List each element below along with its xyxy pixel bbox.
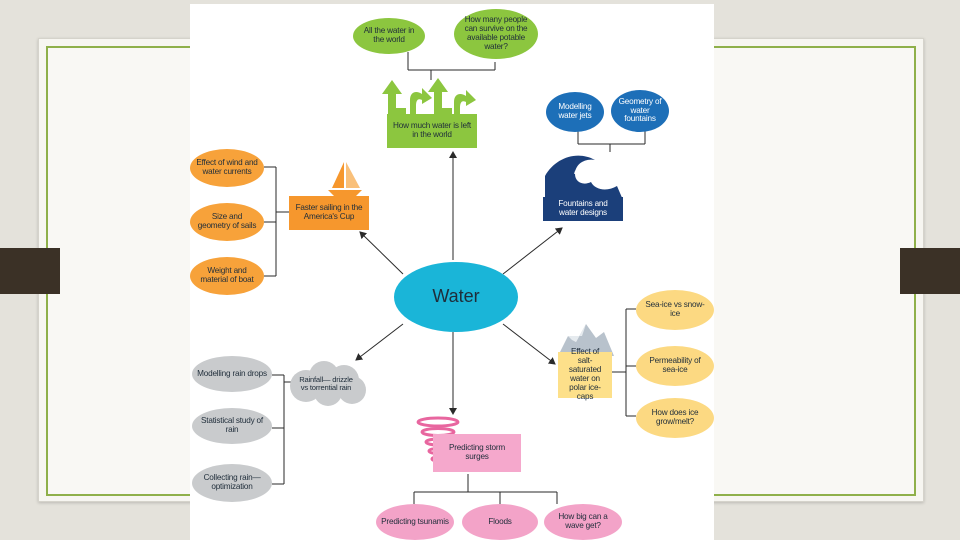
node-polar-ice: Effect of salt-saturated water on polar … xyxy=(558,347,612,401)
node-water-left: How much water is left in the world xyxy=(387,114,477,148)
node-rainfall: Rainfall— drizzle vs torrential rain xyxy=(299,374,353,392)
mind-map-canvas: All the water in the world How many peop… xyxy=(190,4,714,540)
cloud-icon xyxy=(290,361,366,406)
growth-arrows-icon xyxy=(382,78,476,116)
node-storm-surges: Predicting storm surges xyxy=(433,434,521,472)
wave-icon xyxy=(545,152,623,200)
node-people-survive: How many people can survive on the avail… xyxy=(454,9,538,59)
connector-lines xyxy=(264,52,646,504)
sailboat-icon xyxy=(328,162,362,196)
node-boat-weight: Weight and material of boat xyxy=(190,257,264,295)
node-statistical-rain: Statistical study of rain xyxy=(192,408,272,444)
node-fountains: Fountains and water designs xyxy=(543,197,623,221)
node-center-water: Water xyxy=(394,262,518,332)
node-wind-currents: Effect of wind and water currents xyxy=(190,149,264,187)
node-all-water: All the water in the world xyxy=(353,18,425,54)
node-sails: Size and geometry of sails xyxy=(190,203,264,241)
node-collecting-rain: Collecting rain— optimization xyxy=(192,464,272,502)
node-rain-drops: Modelling rain drops xyxy=(192,356,272,392)
node-permeability: Permeability of sea-ice xyxy=(636,346,714,386)
node-geometry-fountains: Geometry of water fountains xyxy=(611,90,669,132)
node-sea-ice: Sea-ice vs snow-ice xyxy=(636,290,714,330)
node-sailing: Faster sailing in the America's Cup xyxy=(289,196,369,230)
iceberg-icon xyxy=(558,324,614,356)
node-ice-grow: How does ice grow/melt? xyxy=(636,398,714,438)
node-floods: Floods xyxy=(462,504,538,540)
node-tsunamis: Predicting tsunamis xyxy=(376,504,454,540)
left-side-tab xyxy=(0,248,60,294)
node-wave-size: How big can a wave get? xyxy=(544,504,622,540)
right-side-tab xyxy=(900,248,960,294)
node-modelling-jets: Modelling water jets xyxy=(546,92,604,132)
